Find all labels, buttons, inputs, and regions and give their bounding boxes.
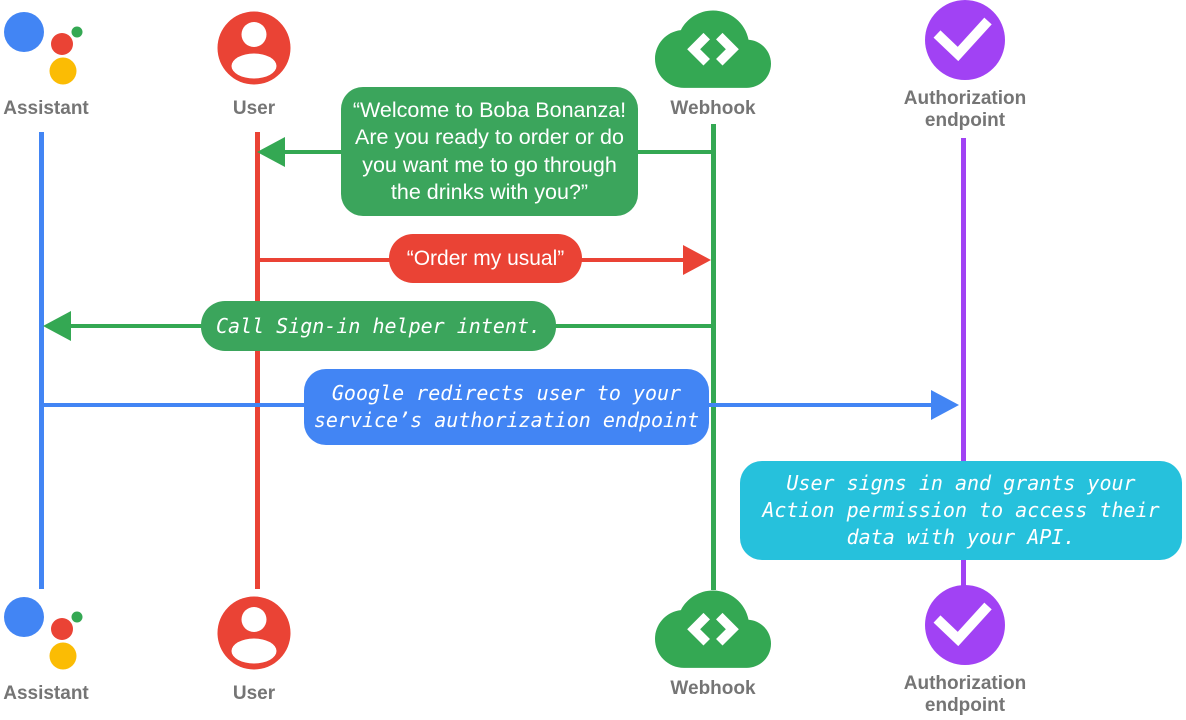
actor-label: Authorization endpoint: [903, 88, 1027, 131]
arrowhead-right-icon: [931, 390, 959, 420]
message-line: Are you ready to order or do: [355, 125, 624, 149]
cloud-code-icon: [655, 590, 771, 668]
message-webhook-welcome: “Welcome to Boba Bonanza! Are you ready …: [341, 87, 638, 216]
message-line: “Order my usual”: [406, 246, 565, 270]
note-line: data with your API.: [846, 525, 1076, 549]
message-user-order: “Order my usual”: [389, 234, 582, 283]
google-assistant-icon: [4, 12, 83, 85]
note-line: User signs in and grants your: [786, 471, 1136, 495]
actor-user-bottom: User: [194, 595, 314, 705]
note-line: Action permission to access their: [762, 498, 1160, 522]
message-google-redirect: Google redirects user to your service’s …: [304, 369, 709, 445]
actor-webhook-bottom: Webhook: [653, 588, 773, 700]
actor-authorization-endpoint-bottom: Authorization endpoint: [895, 585, 1035, 717]
cloud-code-icon: [655, 10, 771, 88]
google-assistant-icon: [4, 597, 83, 670]
check-circle-icon: [925, 0, 1005, 80]
arrowhead-left-icon: [43, 311, 71, 341]
actor-label: User: [232, 98, 276, 119]
note-user-signs-in: User signs in and grants your Action per…: [740, 461, 1182, 560]
message-line: “Welcome to Boba Bonanza!: [352, 97, 627, 122]
message-line: Google redirects user to your: [331, 381, 682, 405]
actor-webhook-top: Webhook: [653, 8, 773, 120]
actor-label: Assistant: [3, 98, 89, 119]
webhook-lifeline: [711, 124, 716, 590]
message-line: service’s authorization endpoint: [313, 408, 700, 432]
message-line: Call Sign-in helper intent.: [215, 313, 542, 338]
actor-user-top: User: [194, 10, 314, 120]
arrowhead-right-icon: [683, 245, 711, 275]
actor-authorization-endpoint-top: Authorization endpoint: [895, 0, 1035, 132]
authorization-endpoint-lifeline: [961, 138, 966, 588]
user-icon: [217, 11, 291, 85]
actor-label: Webhook: [670, 678, 756, 699]
message-line: you want me to go through: [362, 152, 617, 177]
actor-label: Assistant: [3, 683, 89, 704]
actor-label: Webhook: [670, 98, 756, 119]
check-circle-icon: [925, 585, 1005, 665]
arrowhead-left-icon: [257, 137, 285, 167]
actor-label: Authorization endpoint: [903, 673, 1027, 716]
message-line: the drinks with you?”: [390, 180, 589, 204]
message-call-signin-helper: Call Sign-in helper intent.: [201, 301, 556, 351]
assistant-lifeline: [39, 132, 44, 589]
actor-assistant-bottom: Assistant: [0, 593, 98, 705]
actor-assistant-top: Assistant: [0, 8, 98, 120]
user-lifeline: [255, 132, 260, 589]
user-icon: [217, 596, 291, 670]
actor-label: User: [232, 683, 276, 704]
